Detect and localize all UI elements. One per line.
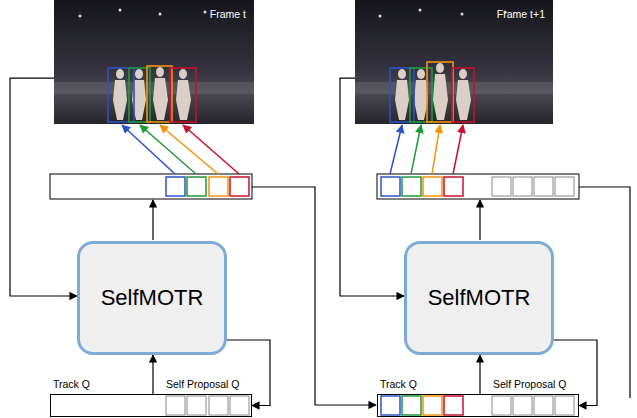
flow-arrow <box>10 78 77 296</box>
query-label: Track Q <box>53 378 90 390</box>
flow-arrow <box>227 340 270 406</box>
detection-arrows <box>122 125 463 174</box>
query-label: Self Proposal Q <box>166 378 240 390</box>
frame-label: Frame t <box>210 8 246 20</box>
flow-arrow <box>479 355 480 394</box>
video-frame <box>355 0 553 124</box>
model-box: SelfMOTR <box>404 241 554 355</box>
query-label: Track Q <box>380 378 417 390</box>
video-frame-box: Frame t <box>54 0 254 124</box>
output-query-row <box>377 174 579 199</box>
flow-arrow <box>152 355 153 394</box>
query-bar: Track QSelf Proposal Q <box>377 394 579 417</box>
model-name: SelfMOTR <box>101 285 204 311</box>
video-frame-box: Frame t+1 <box>355 0 553 124</box>
frame-label: Frame t+1 <box>497 8 545 20</box>
query-bar: Track QSelf Proposal Q <box>50 394 252 417</box>
video-frame <box>54 0 254 124</box>
flow-arrow <box>340 78 404 296</box>
query-label: Self Proposal Q <box>493 378 567 390</box>
model-name: SelfMOTR <box>428 285 531 311</box>
model-box: SelfMOTR <box>77 241 227 355</box>
flow-arrow <box>554 340 597 406</box>
output-query-row <box>50 174 252 199</box>
